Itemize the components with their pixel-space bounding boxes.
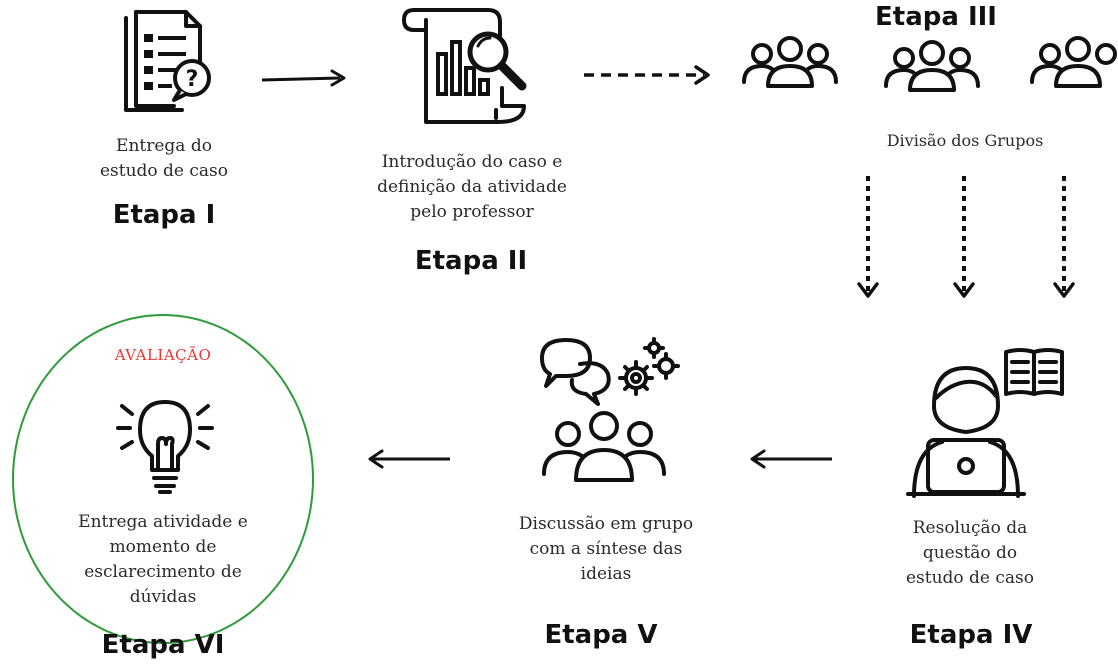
etapa2-description: Introdução do caso e definição da ativid… (377, 152, 567, 222)
etapa4-title: Etapa IV (909, 620, 1033, 650)
report-search-icon (396, 6, 536, 128)
arrow-left-icon (748, 448, 834, 469)
dashed-arrow-right-icon (584, 64, 714, 86)
evaluation-circle (12, 314, 314, 644)
dotted-arrow-down-icon (952, 174, 976, 300)
svg-text:?: ? (186, 67, 199, 92)
etapa2-title: Etapa II (414, 246, 528, 276)
arrow-right-icon (261, 68, 348, 88)
arrow-left-icon (366, 448, 452, 469)
etapa6-title: Etapa VI (101, 630, 225, 660)
etapa3-title: Etapa III (875, 2, 997, 32)
group-icon (1030, 34, 1118, 90)
dotted-arrow-down-icon (1052, 174, 1076, 300)
lightbulb-icon (110, 394, 220, 504)
group-icon (742, 34, 838, 90)
etapa5-description: Discussão em grupo com a síntese das ide… (518, 514, 694, 584)
person-laptop-book-icon (904, 344, 1074, 500)
dotted-arrow-down-icon (856, 174, 880, 300)
etapa5-title: Etapa V (544, 620, 658, 650)
etapa3-description: Divisão dos Grupos (886, 131, 1044, 150)
group-icon (884, 38, 980, 94)
etapa1-title: Etapa I (112, 200, 216, 230)
evaluation-label: AVALIAÇÃO (114, 346, 212, 364)
discussion-gears-group-icon (536, 334, 696, 484)
etapa6-description: Entrega atividade e momento de esclareci… (78, 512, 248, 607)
etapa4-description: Resolução da questão do estudo de caso (905, 518, 1035, 588)
document-question-icon: ? (112, 10, 216, 122)
etapa1-description: Entrega do estudo de caso (99, 136, 229, 181)
